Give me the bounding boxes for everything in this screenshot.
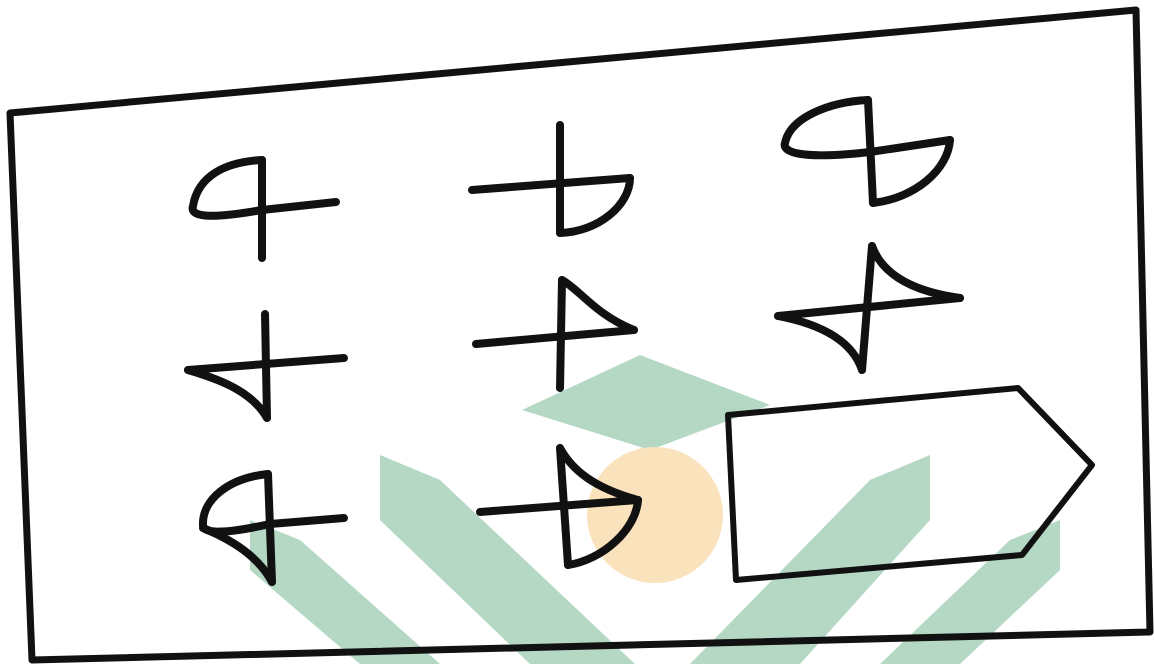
watermark-logo — [250, 355, 1060, 664]
watermark-sun — [587, 447, 723, 583]
figure-row2-col1 — [188, 314, 344, 418]
figure-row1-col1 — [193, 160, 336, 258]
puzzle-drawing — [10, 10, 1150, 660]
figure-row2-col3 — [778, 246, 960, 370]
figure-row1-col3 — [785, 100, 950, 203]
watermark-leaf-right — [690, 455, 930, 664]
figure-row1-col2 — [472, 125, 630, 233]
